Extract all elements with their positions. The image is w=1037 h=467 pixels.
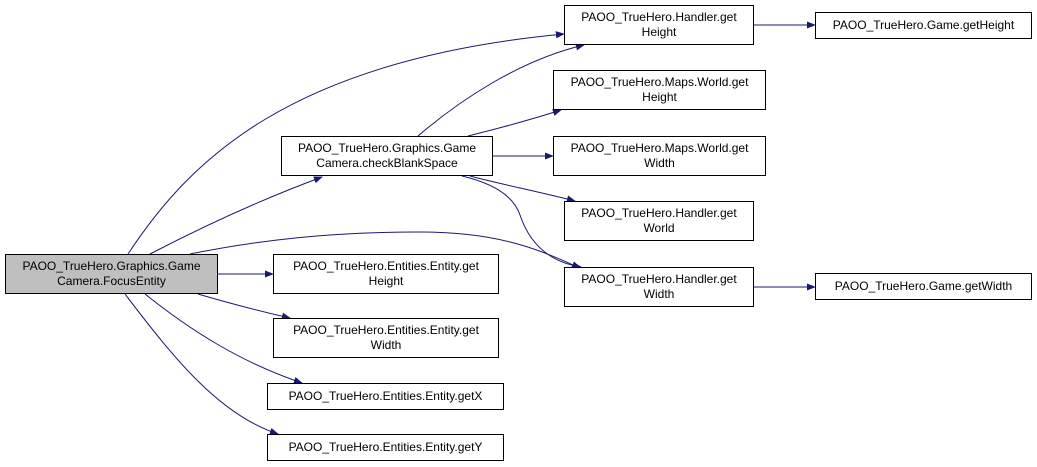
node-label-line-1: PAOO_TrueHero.Entities.Entity.get <box>293 323 479 337</box>
node-world-get-width[interactable]: PAOO_TrueHero.Maps.World.get Width <box>553 136 766 176</box>
node-label-line-2: Height <box>368 274 404 288</box>
node-entity-get-y[interactable]: PAOO_TrueHero.Entities.Entity.getY <box>267 434 504 461</box>
node-label-line-2: Height <box>642 90 677 104</box>
node-label-line-2: Camera.checkBlankSpace <box>316 156 458 170</box>
edge-focus-entity-to-handler-height <box>127 31 565 255</box>
node-label-line-2: World <box>643 221 675 235</box>
node-game-get-height[interactable]: PAOO_TrueHero.Game.getHeight <box>815 12 1032 39</box>
edge-focus-entity-to-entity-getx <box>144 293 303 384</box>
node-game-camera-check-blank-space[interactable]: PAOO_TrueHero.Graphics.Game Camera.check… <box>281 136 493 176</box>
node-handler-get-width[interactable]: PAOO_TrueHero.Handler.get Width <box>564 267 754 307</box>
node-label-line-1: PAOO_TrueHero.Handler.get <box>581 10 737 24</box>
node-label-line-1: PAOO_TrueHero.Maps.World.get <box>570 75 749 89</box>
node-label-line-2: Height <box>641 25 677 39</box>
node-handler-get-world[interactable]: PAOO_TrueHero.Handler.get World <box>564 201 754 241</box>
node-label-line-1: PAOO_TrueHero.Handler.get <box>581 272 737 286</box>
edge-check-blank-to-handler-width <box>461 175 582 270</box>
node-game-get-width[interactable]: PAOO_TrueHero.Game.getWidth <box>815 273 1032 300</box>
node-entity-get-height[interactable]: PAOO_TrueHero.Entities.Entity.get Height <box>273 254 499 294</box>
node-label-line-1: PAOO_TrueHero.Entities.Entity.getY <box>288 440 483 454</box>
node-label-line-1: PAOO_TrueHero.Game.getWidth <box>834 279 1013 293</box>
node-world-get-height[interactable]: PAOO_TrueHero.Maps.World.get Height <box>553 70 766 110</box>
node-label-line-1: PAOO_TrueHero.Entities.Entity.get <box>293 259 479 273</box>
node-entity-get-width[interactable]: PAOO_TrueHero.Entities.Entity.get Width <box>273 318 499 358</box>
edge-focus-entity-to-entity-gety <box>124 293 279 435</box>
edge-check-blank-to-handler-world <box>469 175 576 203</box>
node-label-line-2: Width <box>644 156 675 170</box>
edge-focus-entity-to-check-blank <box>149 176 323 255</box>
node-label-line-1: PAOO_TrueHero.Handler.get <box>581 206 737 220</box>
edge-focus-entity-to-handler-width <box>189 231 581 269</box>
edge-check-blank-to-world-height <box>467 109 562 137</box>
node-label-line-1: PAOO_TrueHero.Entities.Entity.getX <box>288 389 483 403</box>
node-label-line-2: Width <box>643 287 675 301</box>
edge-check-blank-to-handler-height <box>417 43 585 137</box>
node-label-line-2: Width <box>370 338 402 352</box>
node-label-line-1: PAOO_TrueHero.Graphics.Game <box>297 141 477 155</box>
node-handler-get-height[interactable]: PAOO_TrueHero.Handler.get Height <box>564 5 754 45</box>
node-entity-get-x[interactable]: PAOO_TrueHero.Entities.Entity.getX <box>267 383 504 410</box>
node-label-line-1: PAOO_TrueHero.Game.getHeight <box>832 18 1015 32</box>
node-game-camera-focus-entity: PAOO_TrueHero.Graphics.Game Camera.Focus… <box>5 254 218 294</box>
node-label-line-2: Camera.FocusEntity <box>57 274 166 288</box>
node-label-line-1: PAOO_TrueHero.Graphics.Game <box>22 259 201 273</box>
edge-focus-entity-to-entity-width <box>197 293 291 320</box>
node-label-line-1: PAOO_TrueHero.Maps.World.get <box>570 141 749 155</box>
